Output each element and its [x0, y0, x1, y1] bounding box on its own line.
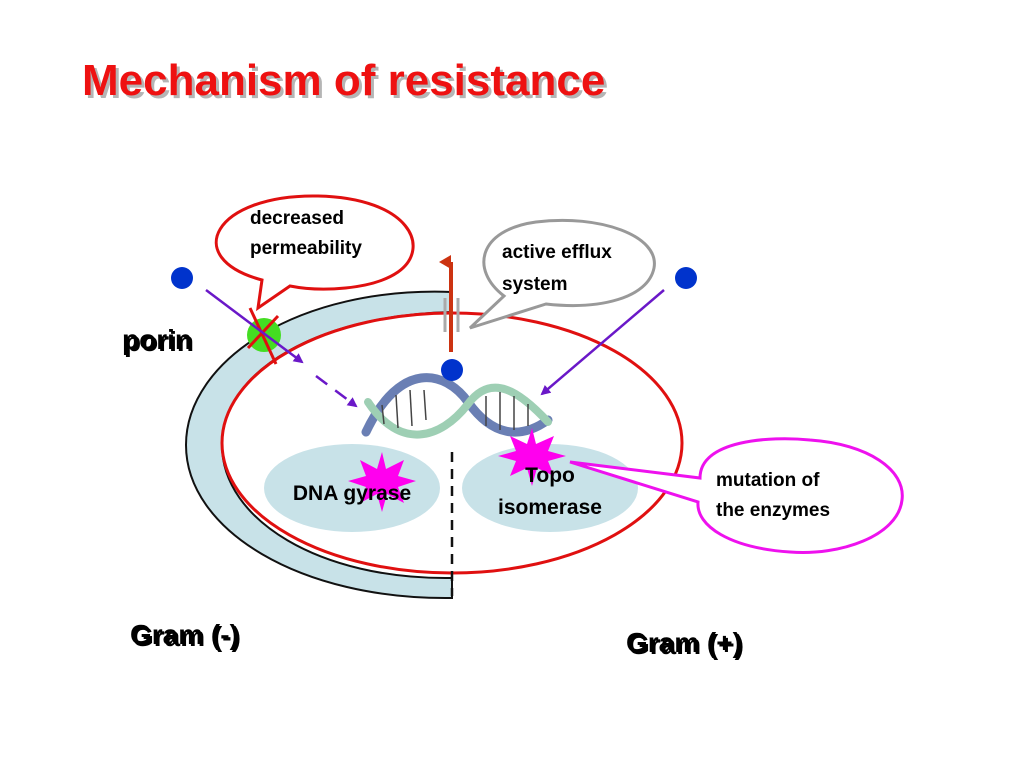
drug-molecule-icon [441, 359, 463, 381]
mutation-callout: mutation of the enzymes [569, 437, 904, 555]
mutation-label: mutation of [716, 470, 820, 491]
dna-helix-icon [361, 373, 553, 439]
gram-negative-label-shadow: Gram (-) [132, 621, 241, 652]
drug-molecule-icon [171, 267, 193, 289]
permeability-label: permeability [250, 238, 362, 259]
gram-positive-label-shadow: Gram (+) [628, 629, 744, 660]
drug-entry-arrow [205, 289, 304, 364]
gram-negative-label: Gram (-) [130, 619, 239, 650]
the-enzymes-label: the enzymes [716, 500, 830, 521]
mutation-star-icon [498, 428, 566, 486]
decreased-label: decreased [250, 208, 344, 229]
page-title-shadow: Mechanism of resistance [85, 59, 608, 108]
decreased-permeability-callout: decreased permeability [214, 194, 415, 312]
page-title: Mechanism of resistance [82, 56, 605, 105]
efflux-pump-icon [443, 298, 460, 332]
drug-molecule-icon [675, 267, 697, 289]
active-efflux-label: active efflux [502, 242, 612, 263]
porin-label: porin [122, 324, 192, 355]
dna-gyrase-label: DNA gyrase [293, 482, 411, 505]
gram-positive-label: Gram (+) [626, 627, 742, 658]
system-label: system [502, 274, 568, 295]
mutation-star-icon [348, 452, 416, 512]
drug-entry-arrow [315, 375, 358, 408]
drug-entry-arrow [540, 289, 665, 396]
topo-label: Topo [525, 464, 575, 487]
porin-label-shadow: porin [124, 326, 194, 357]
isomerase-label: isomerase [498, 496, 602, 519]
active-efflux-callout: active efflux system [468, 218, 656, 330]
